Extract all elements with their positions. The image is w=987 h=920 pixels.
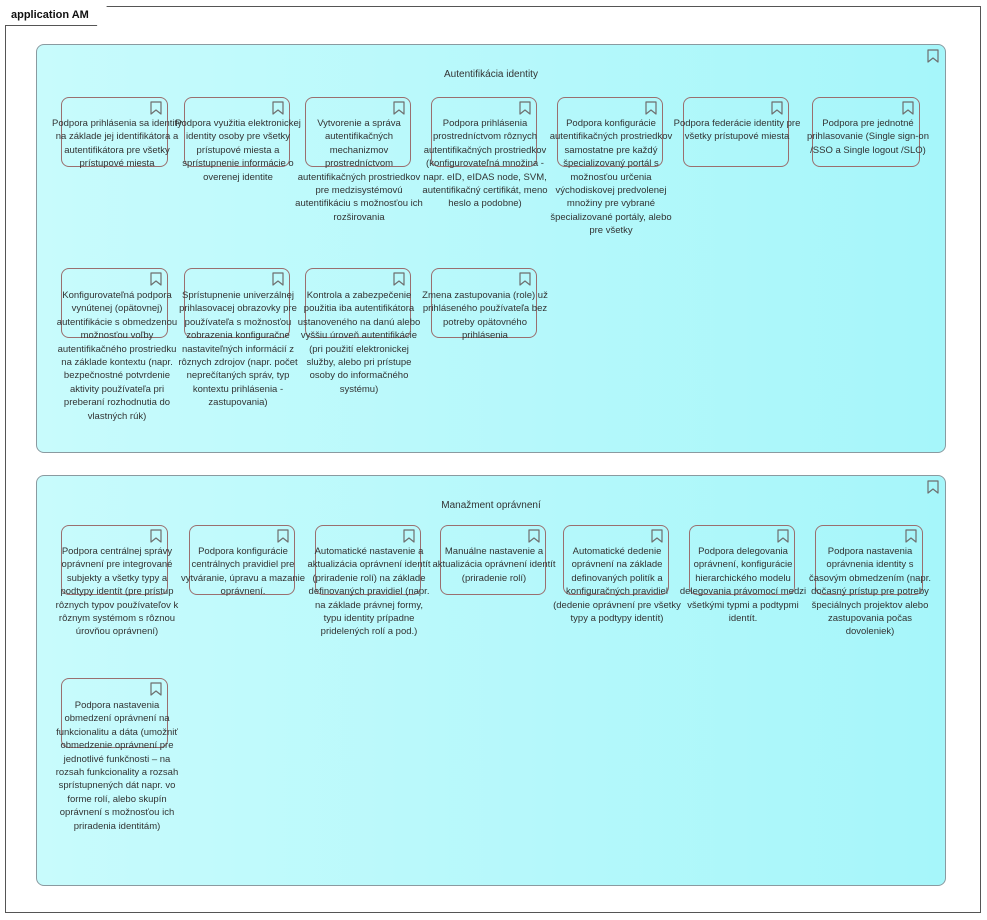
capability-bookmark-icon [150,272,162,286]
capability-bookmark-icon [771,101,783,115]
capability-box[interactable] [431,268,537,338]
capability-bookmark-icon [651,529,663,543]
capability-label: Podpora nastavenia obmedzení oprávnení n… [55,700,179,832]
capability-box[interactable] [61,525,168,595]
capability-label: Kontrola a zabezpečenie použitia iba aut… [297,290,421,395]
capability-box[interactable] [305,268,411,338]
capability-label: Podpora centrálnej správy oprávnení pre … [55,546,179,638]
capability-box[interactable] [184,268,290,338]
capability-group: Autentifikácia identity [36,44,946,453]
capability-label: Podpora konfigurácie autentifikačných pr… [549,118,673,237]
capability-bookmark-icon [150,101,162,115]
capability-label: Sprístupnenie univerzálnej prihlasovacej… [178,290,298,409]
capability-label: Podpora federácie identity pre všetky pr… [673,118,801,143]
capability-bookmark-icon [150,529,162,543]
capability-box[interactable] [305,97,411,167]
capability-group-title: Autentifikácia identity [444,69,538,80]
capability-bookmark-icon [528,529,540,543]
capability-bookmark-icon [403,529,415,543]
capability-label: Zmena zastupovania (role) už prihlásenéh… [422,290,548,342]
group-bookmark-icon [927,49,939,63]
capability-box[interactable] [189,525,295,595]
capability-label: Podpora prihlásenia prostredníctvom rôzn… [422,118,548,210]
capability-group-title: Manažment oprávnení [441,500,541,511]
capability-box[interactable] [557,97,663,167]
capability-box[interactable] [563,525,669,595]
capability-box[interactable] [815,525,923,595]
group-bookmark-icon [927,480,939,494]
capability-bookmark-icon [272,272,284,286]
diagram-frame-title: application AM [5,6,107,26]
capability-bookmark-icon [277,529,289,543]
capability-box[interactable] [431,97,537,167]
capability-box[interactable] [812,97,920,167]
capability-bookmark-icon [393,272,405,286]
capability-label: Podpora konfigurácie centrálnych pravidi… [180,546,306,598]
capability-bookmark-icon [645,101,657,115]
capability-bookmark-icon [905,529,917,543]
capability-bookmark-icon [519,272,531,286]
capability-label: Automatické nastavenie a aktualizácia op… [307,546,431,638]
capability-label: Vytvorenie a správa autentifikačných mec… [295,118,423,223]
capability-bookmark-icon [272,101,284,115]
capability-label: Podpora využitia elektronickej identity … [175,118,301,183]
capability-bookmark-icon [902,101,914,115]
capability-label: Automatické dedenie oprávnení na základe… [553,546,681,625]
capability-bookmark-icon [393,101,405,115]
capability-label: Podpora nastavenia oprávnenia identity s… [809,546,931,638]
capability-label: Podpora prihlásenia sa identity na zákla… [52,118,182,170]
capability-label: Manuálne nastavenie a aktualizácia opráv… [432,546,556,584]
capability-bookmark-icon [150,682,162,696]
capability-label: Podpora delegovania oprávnení, konfigurá… [679,546,807,625]
capability-label: Konfigurovateľná podpora vynútenej (opät… [56,290,178,422]
capability-box[interactable] [440,525,546,595]
capability-box[interactable] [689,525,795,595]
capability-label: Podpora pre jednotné prihlasovanie (Sing… [807,118,929,156]
capability-bookmark-icon [519,101,531,115]
capability-box[interactable] [61,268,168,338]
capability-box[interactable] [315,525,421,595]
capability-bookmark-icon [777,529,789,543]
capability-box[interactable] [184,97,290,167]
capability-box[interactable] [683,97,789,167]
capability-box[interactable] [61,97,168,167]
capability-box[interactable] [61,678,168,748]
